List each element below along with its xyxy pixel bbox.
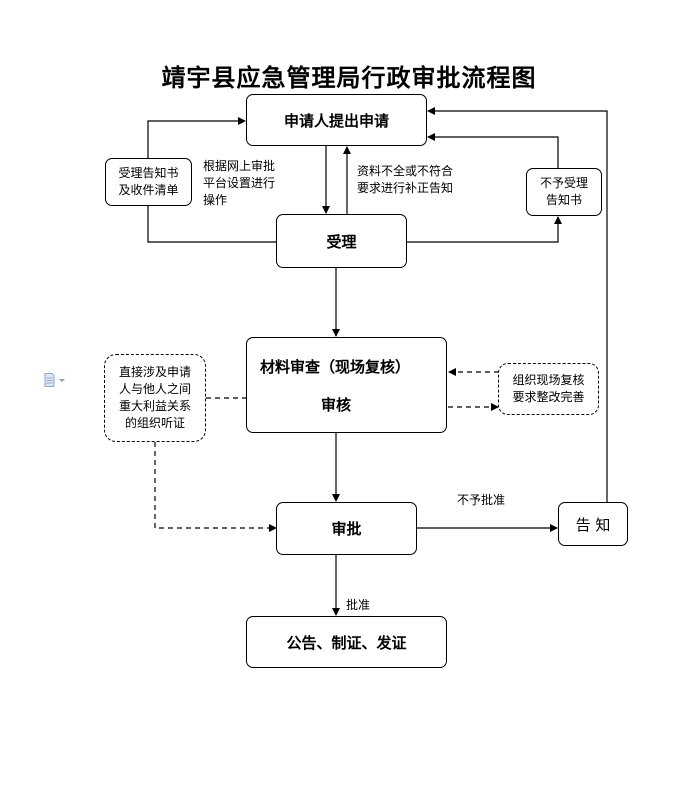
node-hearing-line-1: 直接涉及申请 xyxy=(118,365,191,379)
node-notify-label: 告 知 xyxy=(575,515,611,534)
node-publish-label: 公告、制证、发证 xyxy=(286,633,407,652)
node-reject-accept-line-1: 不予受理 xyxy=(539,176,588,190)
node-receipt-line-2: 及收件清单 xyxy=(118,183,179,197)
node-accept: 受理 xyxy=(276,214,407,268)
label-online-operation: 根据网上审批 平台设置进行 操作 xyxy=(203,158,275,209)
node-approve: 审批 xyxy=(276,502,417,555)
node-apply: 申请人提出申请 xyxy=(246,94,427,146)
node-hearing: 直接涉及申请 人与他人之间 重大利益关系 的组织听证 xyxy=(104,354,206,442)
arrow-accept-to-receipt xyxy=(147,206,276,243)
node-receipt-line-1: 受理告知书 xyxy=(118,166,179,180)
label-online-line-1: 根据网上审批 xyxy=(203,159,276,173)
node-approve-label: 审批 xyxy=(331,520,362,538)
label-approved: 批准 xyxy=(346,598,371,612)
node-publish: 公告、制证、发证 xyxy=(246,616,447,668)
arrow-reject-to-apply xyxy=(427,133,559,168)
node-accept-label: 受理 xyxy=(326,232,357,251)
node-review-line-1: 材料审查（现场复核） xyxy=(260,358,411,376)
arrow-accept-to-reject xyxy=(407,216,562,243)
dashed-hearing-to-approve xyxy=(154,442,277,532)
diagram-title: 靖宇县应急管理局行政审批流程图 xyxy=(161,64,537,92)
node-hearing-line-2: 人与他人之间 xyxy=(118,382,191,396)
node-reject-accept-line-2: 告知书 xyxy=(545,193,582,207)
arrow-receipt-to-apply xyxy=(147,117,246,158)
label-not-approved: 不予批准 xyxy=(457,493,506,507)
node-apply-label: 申请人提出申请 xyxy=(283,111,389,130)
node-onsite: 组织现场复核 要求整改完善 xyxy=(498,363,599,415)
arrow-notify-to-apply xyxy=(427,107,608,502)
node-reject-accept: 不予受理 告知书 xyxy=(526,168,602,216)
node-receipt: 受理告知书 及收件清单 xyxy=(105,158,192,206)
node-notify: 告 知 xyxy=(558,502,628,546)
node-hearing-line-3: 重大利益关系 xyxy=(118,399,191,413)
node-review: 材料审查（现场复核） 审核 xyxy=(246,337,447,433)
node-review-line-2: 审核 xyxy=(321,396,352,414)
node-hearing-line-4: 的组织听证 xyxy=(124,416,185,430)
node-onsite-line-2: 要求整改完善 xyxy=(512,390,585,404)
node-onsite-line-1: 组织现场复核 xyxy=(512,373,585,387)
label-incomplete-notice: 资料不全或不符合 要求进行补正告知 xyxy=(357,163,453,197)
label-incomplete-line-2: 要求进行补正告知 xyxy=(357,181,454,195)
label-online-line-2: 平台设置进行 xyxy=(203,176,276,190)
document-icon[interactable] xyxy=(44,373,68,387)
label-online-line-3: 操作 xyxy=(203,193,228,207)
label-incomplete-line-1: 资料不全或不符合 xyxy=(357,164,454,178)
